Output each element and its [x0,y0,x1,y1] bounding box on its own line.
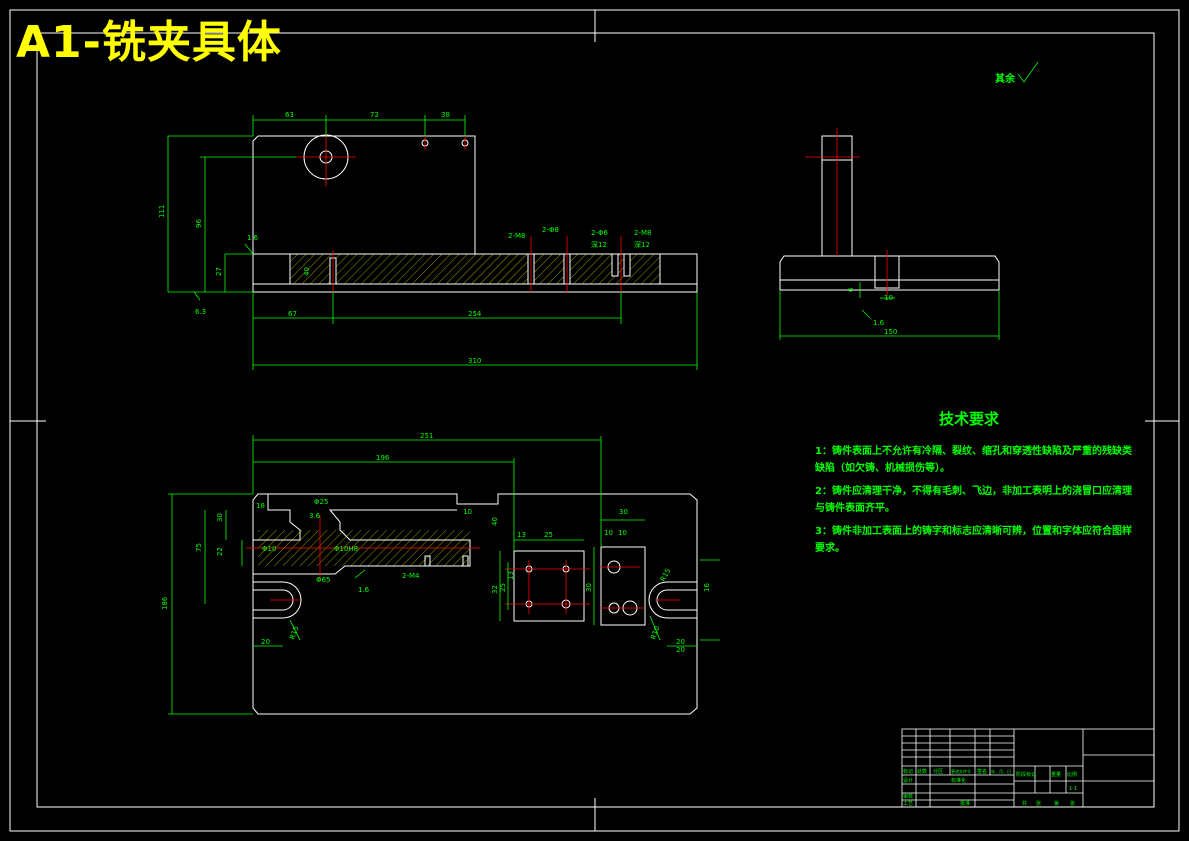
tech-requirements-heading: 技术要求 [939,410,1000,428]
tb-total: 共 [1022,800,1027,807]
dim-top-25-b: 25 [499,583,507,592]
dim-top-40: 40 [491,517,499,526]
tb-count: 处数 [917,768,927,775]
tb-date: 年、月、日 [991,768,1011,774]
dim-top-30-r: 30 [619,508,628,516]
dim-top-16: 16 [703,583,711,592]
note-depth-12-b: 深12 [634,240,650,249]
tb-zone: 分区 [933,768,943,775]
dim-top-30-v: 30 [585,583,593,592]
dim-front-254: 254 [468,310,482,318]
dim-top-25-a: 25 [544,531,553,539]
tb-sheet-no: 第 [1054,800,1059,807]
roughness-symbol [1017,61,1039,83]
dim-top-20-left: 20 [261,638,270,646]
tb-scale: 比例 [1067,771,1077,778]
note-2-phi6: 2-Φ6 [591,229,608,237]
note-2-m8-a: 2-M8 [508,232,525,240]
front-view [167,115,698,370]
side-view [779,128,1000,340]
tb-process: 工艺 [903,801,913,807]
dim-front-310: 310 [468,357,481,365]
roughness-front-6-3: 6.3 [195,308,206,316]
note-2-m8-b: 2-M8 [634,229,651,237]
tb-approve: 批准 [960,800,970,807]
dim-side-6: 6 [847,287,855,292]
note-2-m4: 2-M4 [402,572,420,580]
dim-top-3-6: 3.6 [309,512,321,520]
dim-top-251: 251 [420,432,433,440]
tech-requirement-1: 1：铸件表面上不允许有冷隔、裂纹、缩孔和穿透性缺陷及严重的残缺类缺陷（如欠铸、机… [815,446,1132,474]
dim-top-10: 10 [463,508,472,516]
dim-top-phi10h8: Φ10H8 [334,545,358,553]
tb-change-doc: 更改文件号 [951,768,971,774]
dim-top-32: 32 [491,585,499,594]
roughness-side-1-6: 1.6 [873,319,885,327]
dim-front-40: 40 [303,267,311,276]
dim-top-20-bottom: 20 [676,646,685,654]
tb-mark: 标记 [903,768,913,775]
dim-top-r15-right: R15 [659,567,673,583]
roughness-front-1-6: 1.6 [247,234,259,242]
dim-side-150: 150 [884,328,897,336]
technical-requirements: 技术要求 1：铸件表面上不允许有冷隔、裂纹、缩孔和穿透性缺陷及严重的残缺类缺陷（… [815,408,1135,563]
dim-top-186: 186 [161,596,169,610]
tb-standard: 标准化 [951,777,966,784]
tb-review: 审核 [903,793,913,800]
dim-top-30: 30 [216,513,224,522]
dim-top-r10: R10 [649,625,661,641]
tb-design: 设计 [903,777,913,784]
tech-requirement-3: 3：铸件非加工表面上的铸字和标志应清晰可辨，位置和字体应符合图样要求。 [815,526,1132,554]
surface-note: 其余 [995,72,1016,85]
dim-side-10: 10 [884,294,893,302]
title-block [901,728,1155,808]
dim-top-10-a: 10 [604,529,613,537]
dim-top-20-right: 20 [676,638,685,646]
dim-front-67: 67 [288,310,297,318]
dim-top-13-b: 13 [507,571,515,580]
tb-sheet: 张 [1070,800,1075,807]
dim-top-18: 18 [256,502,265,510]
dim-top-phi65: Φ65 [316,576,330,584]
tb-sheets: 张 [1036,800,1041,807]
dim-front-38: 38 [441,111,450,119]
dim-front-111: 111 [158,205,166,218]
dim-front-96: 96 [195,219,203,228]
tb-stage: 阶段标记 [1016,771,1036,778]
note-2-phi8: 2-Φ8 [542,226,559,234]
dim-front-63: 63 [285,111,294,119]
dim-top-75: 75 [195,543,203,552]
top-view [168,435,720,715]
tech-requirement-2: 2：铸件应清理干净，不得有毛刺、飞边，非加工表明上的浇冒口应清理与铸件表面齐平。 [815,486,1132,514]
dim-top-13-a: 13 [517,531,526,539]
dim-top-phi10: Φ10 [262,545,276,553]
dim-front-72: 72 [370,111,379,119]
dim-top-22: 22 [216,547,224,556]
note-depth-12-a: 深12 [591,240,607,249]
tb-scale-value: 1:1 [1069,786,1077,792]
dim-top-10-b: 10 [618,529,627,537]
dim-front-27: 27 [215,267,223,276]
dim-top-phi25: Φ25 [314,498,328,506]
tb-sign: 签名 [977,768,987,775]
dim-top-196: 196 [376,454,390,462]
drawing-title: A1-铣夹具体 [16,17,282,68]
tb-weight: 重量 [1051,771,1061,778]
roughness-top-1-6: 1.6 [358,586,370,594]
centering-marks [10,10,1179,831]
